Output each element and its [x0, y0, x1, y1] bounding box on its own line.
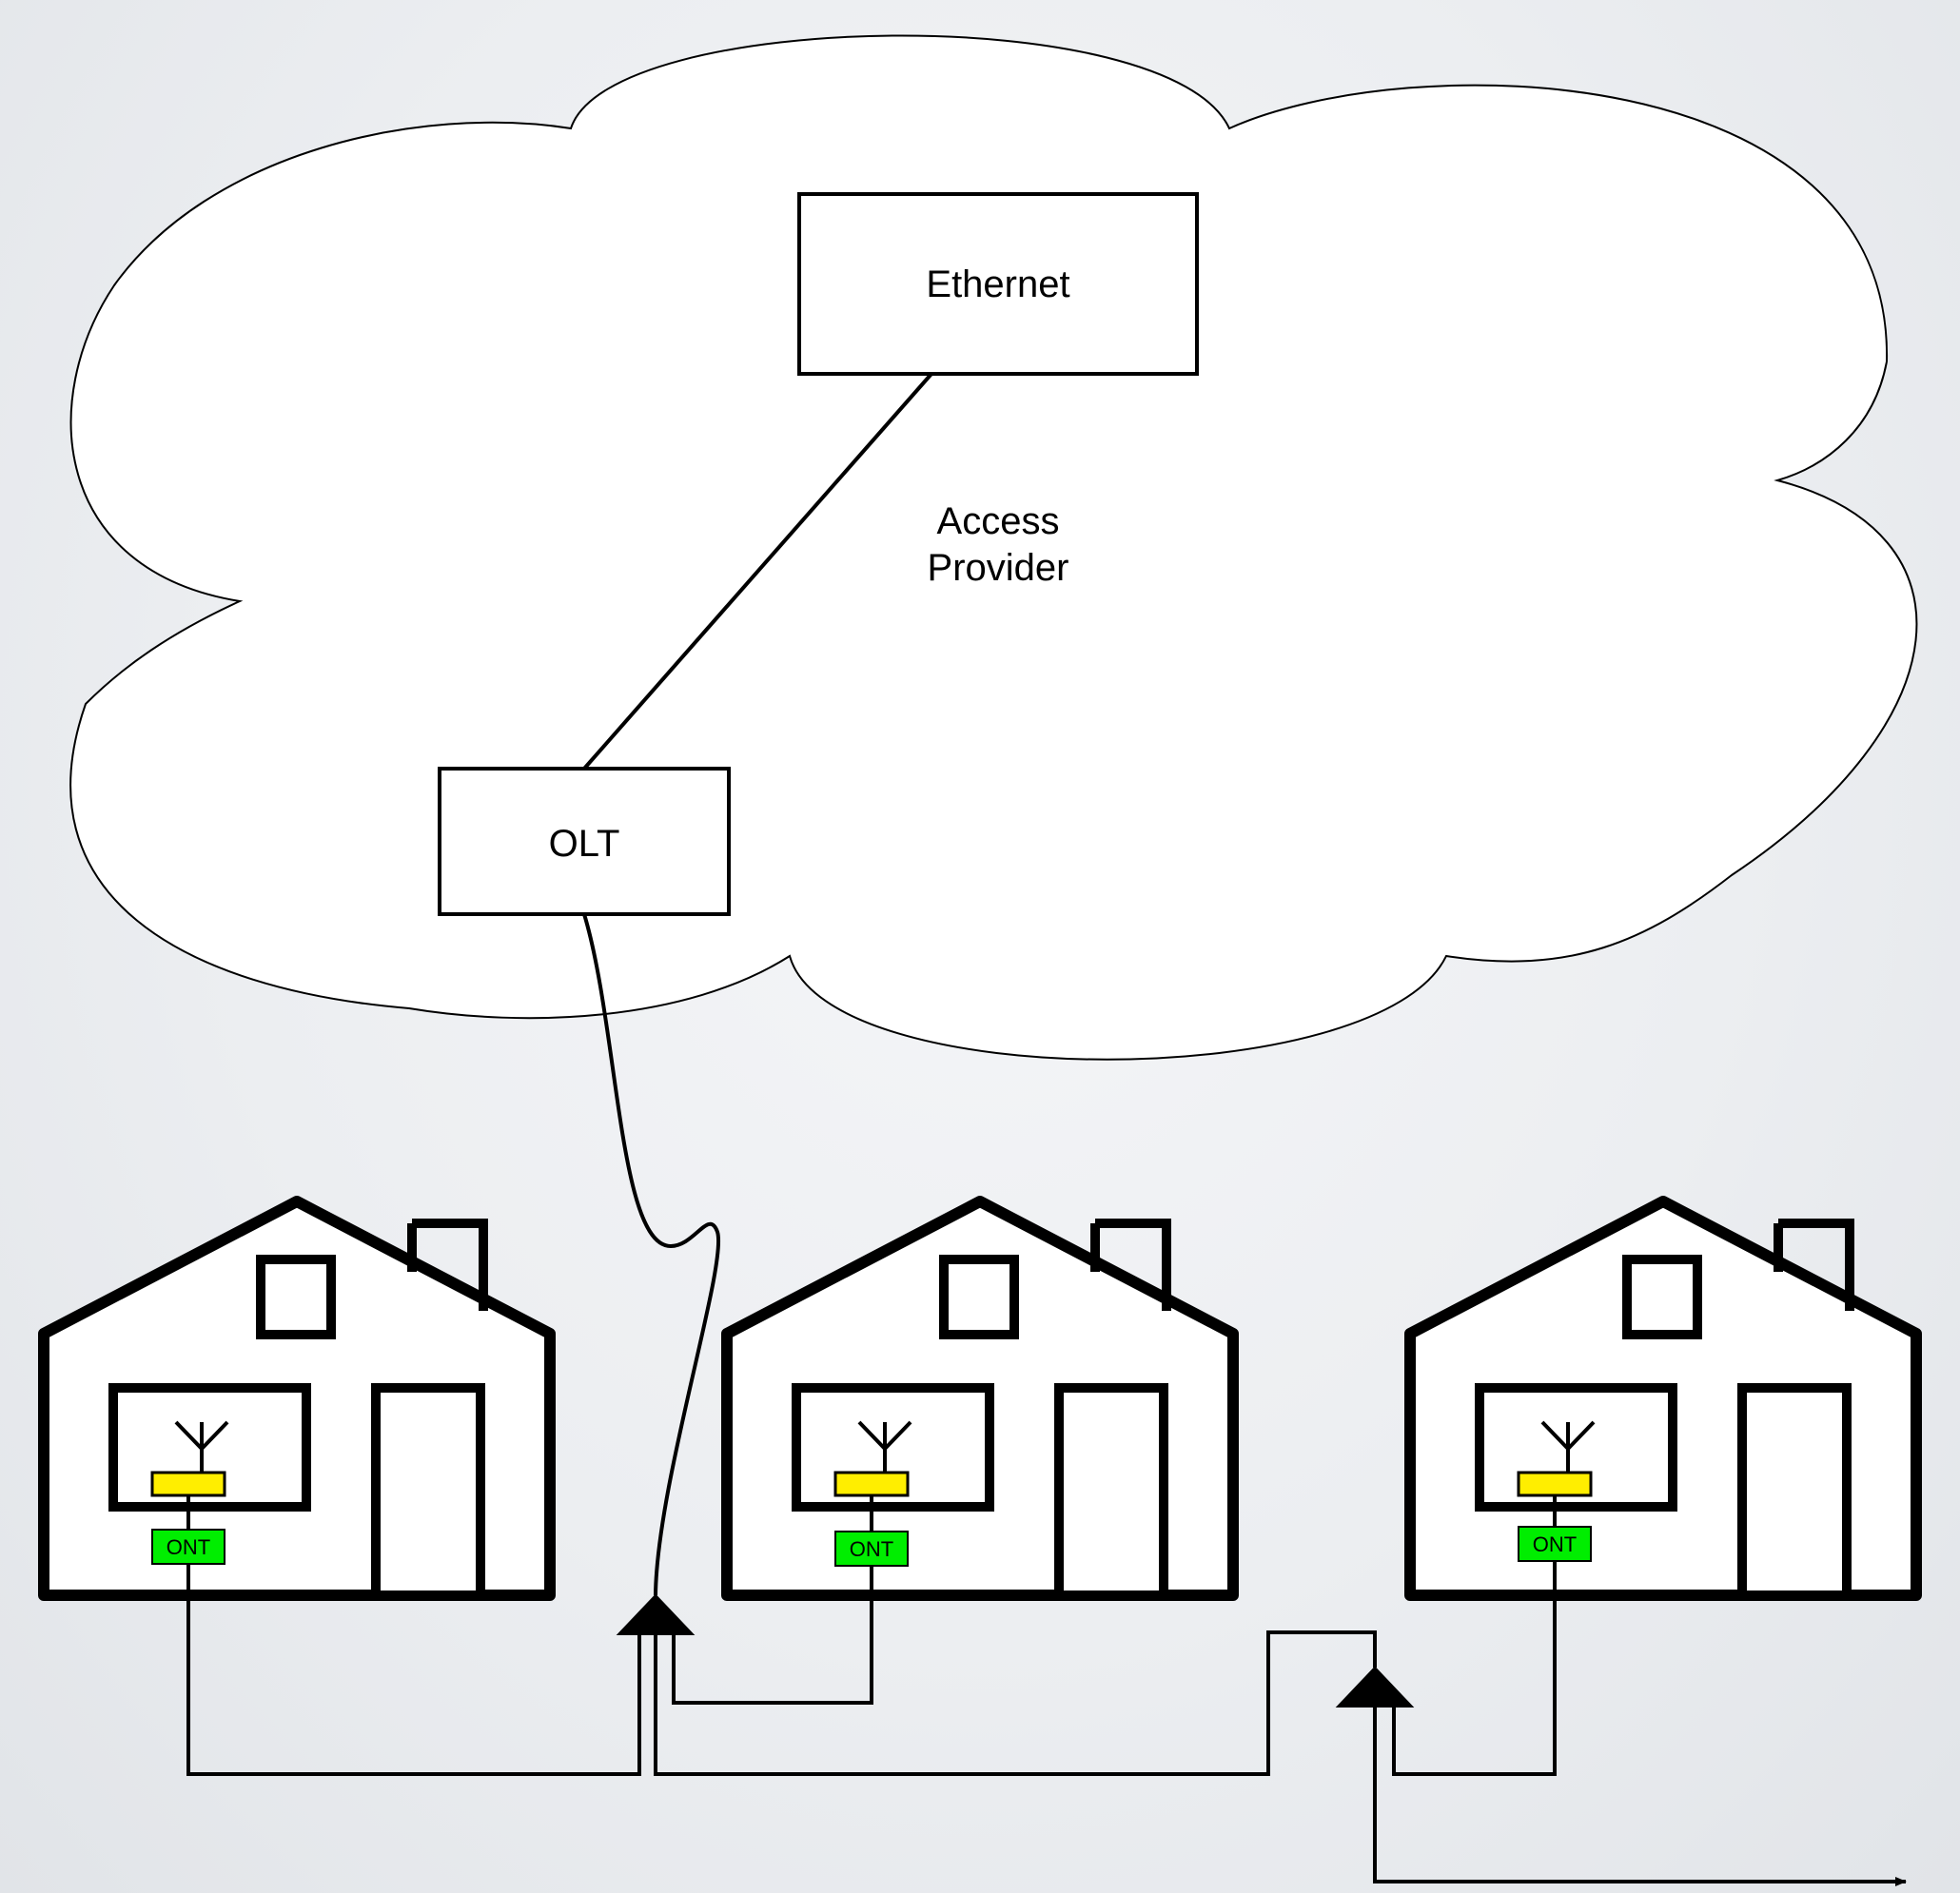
ont-3 — [1518, 1526, 1592, 1562]
router-2 — [833, 1471, 910, 1497]
olt-box — [438, 767, 731, 916]
feeder-fiber-splitter-2 — [654, 1630, 1377, 1776]
drop-fiber-house-3 — [1392, 1561, 1557, 1776]
drop-fiber-house-2 — [672, 1566, 873, 1705]
ethernet-olt-link — [582, 372, 933, 771]
router-1 — [150, 1471, 226, 1497]
ont-1-label: ONT — [167, 1535, 210, 1559]
onward-fiber — [1373, 1707, 1907, 1886]
splitter-1 — [616, 1593, 696, 1635]
house-3: ONT — [1404, 1196, 1922, 1601]
ont-2-label: ONT — [850, 1537, 893, 1561]
ont-2 — [834, 1531, 909, 1567]
olt-fiber-cable — [582, 913, 721, 1596]
house-2: ONT — [721, 1196, 1239, 1601]
cloud-label-line2: Provider — [928, 547, 1069, 589]
drop-fiber-house-1 — [186, 1564, 641, 1776]
olt-label: OLT — [549, 823, 620, 865]
ethernet-label: Ethernet — [926, 263, 1069, 305]
ont-3-label: ONT — [1533, 1532, 1577, 1556]
house-1: ONT — [38, 1196, 556, 1601]
router-3 — [1517, 1471, 1593, 1497]
ethernet-box — [797, 192, 1199, 376]
cloud-label-line1: Access — [937, 500, 1060, 542]
splitter-2 — [1335, 1666, 1415, 1708]
